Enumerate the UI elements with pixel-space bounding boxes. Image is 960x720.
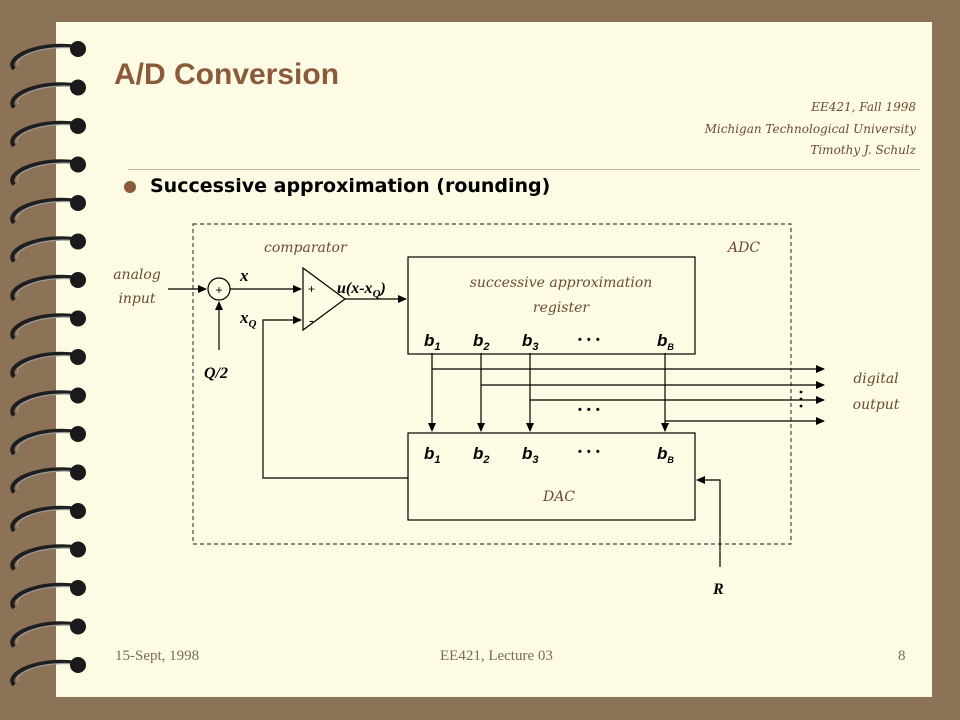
dac-bit-2: b2 xyxy=(473,444,490,466)
slide-title: A/D Conversion xyxy=(114,58,340,91)
sar-bit-1: b1 xyxy=(424,331,441,353)
adc-label: ADC xyxy=(726,240,760,256)
binding-ring xyxy=(10,387,86,417)
bus-ellipsis: • • • xyxy=(578,404,601,416)
binding-ring xyxy=(10,349,86,379)
x-label: x xyxy=(239,266,249,285)
analog-input-label-2: input xyxy=(118,291,155,307)
sar-bit-3: b3 xyxy=(522,331,539,353)
footer-page-number: 8 xyxy=(898,648,906,664)
footer-course: EE421, Lecture 03 xyxy=(440,648,553,664)
dac-label: DAC xyxy=(542,489,575,505)
sar-label-1: successive approximation xyxy=(470,275,653,291)
sar-bit-2: b2 xyxy=(473,331,490,353)
binding-ring xyxy=(10,79,86,109)
q-half-label: Q/2 xyxy=(204,365,228,382)
sar-label-2: register xyxy=(533,300,591,316)
comparator-label: comparator xyxy=(264,240,348,256)
title-divider xyxy=(128,169,920,170)
dac-bit-3: b3 xyxy=(522,444,539,466)
binding-ring xyxy=(10,118,86,148)
comparator-minus: - xyxy=(309,312,314,328)
xq-label: xQ xyxy=(239,308,257,330)
bullet-icon xyxy=(124,181,136,193)
binding-ring xyxy=(10,580,86,610)
binding-ring xyxy=(10,233,86,263)
binding-ring xyxy=(10,426,86,456)
comparator-plus: + xyxy=(308,282,315,296)
r-input-wire xyxy=(696,476,721,567)
course-line-1: EE421, Fall 1998 xyxy=(811,100,916,114)
binding-ring xyxy=(10,156,86,186)
dac-bit-1: b1 xyxy=(424,444,441,466)
r-label: R xyxy=(712,581,724,598)
course-line-2: Michigan Technological University xyxy=(704,122,916,136)
course-line-3: Timothy J. Schulz xyxy=(810,143,916,157)
binding-ring xyxy=(10,541,86,571)
dac-bit-b: bB xyxy=(657,444,674,465)
bullet-text: Successive approximation (rounding) xyxy=(150,175,551,197)
sar-ellipsis: • • • xyxy=(578,334,601,346)
spiral-binding xyxy=(10,41,86,687)
dac-ellipsis: • • • xyxy=(578,446,601,458)
sar-block xyxy=(407,256,696,355)
slide-background xyxy=(56,22,932,697)
digital-output-label-1: digital xyxy=(853,371,898,387)
binding-ring xyxy=(10,657,86,687)
summer-sign: + xyxy=(215,283,222,297)
adc-boundary xyxy=(192,223,792,545)
binding-ring xyxy=(10,195,86,225)
comparator-triangle xyxy=(302,266,347,332)
binding-ring xyxy=(10,41,86,71)
binding-ring xyxy=(10,272,86,302)
footer-date: 15-Sept, 1998 xyxy=(115,648,200,664)
binding-ring xyxy=(10,464,86,494)
xq-feedback-wire xyxy=(262,316,408,479)
analog-input-label-1: analog xyxy=(113,267,161,283)
binding-ring xyxy=(10,503,86,533)
binding-ring xyxy=(10,618,86,648)
binding-ring xyxy=(10,310,86,340)
sar-bit-b: bB xyxy=(657,331,674,352)
dac-block xyxy=(407,432,696,521)
comparator-output-label: u(x-xQ) xyxy=(337,280,386,300)
digital-output-label-2: output xyxy=(853,397,900,413)
